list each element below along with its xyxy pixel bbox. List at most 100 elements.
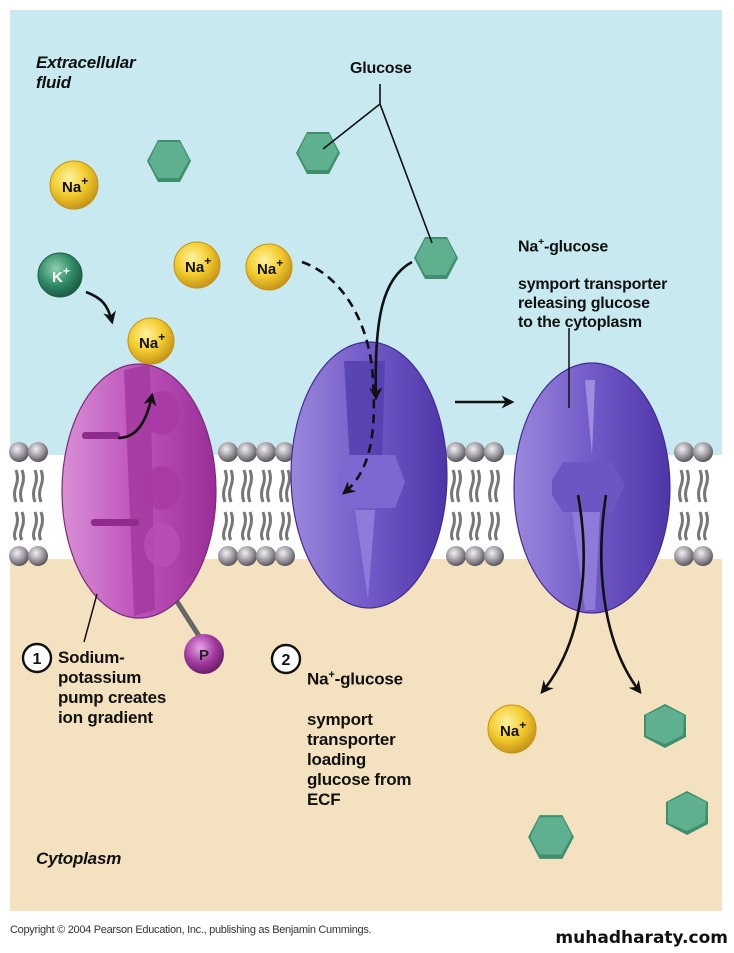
sodium-ion xyxy=(49,160,99,210)
watermark: muhadharaty.com xyxy=(555,928,728,948)
lipid-tail xyxy=(475,511,481,541)
lipid-tail xyxy=(450,511,456,541)
sodium-ion-label: Na+ xyxy=(62,174,88,196)
phosphate-label: P xyxy=(199,647,209,664)
lipid-tail xyxy=(456,511,462,541)
phospholipid-head xyxy=(218,442,238,462)
extracellular-fluid-label: Extracellular fluid xyxy=(36,53,136,93)
lipid-tail xyxy=(241,469,247,503)
phospholipid-head xyxy=(275,546,295,566)
sodium-ion-label: Na+ xyxy=(139,330,165,352)
lipid-tail xyxy=(469,511,475,541)
sodium-release-arrow xyxy=(540,494,585,695)
lipid-tail xyxy=(38,511,44,541)
potassium-arrow xyxy=(85,290,116,325)
step-2-number: 2 xyxy=(282,652,291,669)
lipid-tail xyxy=(13,469,19,503)
lipid-tail xyxy=(469,469,475,503)
phospholipid-head xyxy=(237,442,257,462)
lipid-tail xyxy=(703,511,709,541)
sodium-ion-label: Na+ xyxy=(257,256,283,278)
step-2-caption-line1: Na+-glucose xyxy=(307,669,403,689)
lipid-tail xyxy=(241,511,247,541)
lipid-tail xyxy=(488,511,494,541)
lipid-tail xyxy=(475,469,481,503)
sodium-ion-label: Na+ xyxy=(185,254,211,276)
lipid-tail xyxy=(247,511,253,541)
sodium-ion-label: Na+ xyxy=(500,718,526,740)
potassium-ion-label: K+ xyxy=(52,264,70,286)
releasing-caption-line1: Na+-glucose xyxy=(518,236,609,256)
lipid-tail xyxy=(285,511,291,541)
step-1-caption: Sodium- potassium pump creates ion gradi… xyxy=(58,648,167,728)
symporter-releasing xyxy=(513,362,671,614)
lipid-tail xyxy=(450,469,456,503)
lipid-tail xyxy=(38,469,44,503)
glucose-release-arrow xyxy=(600,494,642,695)
phospholipid-head xyxy=(28,546,48,566)
sodium-ion xyxy=(173,241,221,289)
phospholipid-head xyxy=(446,442,466,462)
glucose-label: Glucose xyxy=(350,60,412,77)
phospholipid-head xyxy=(237,546,257,566)
lipid-bilayer xyxy=(9,442,713,566)
step-1-badge xyxy=(21,642,53,674)
cytoplasm-label: Cytoplasm xyxy=(36,849,122,868)
lipid-tail xyxy=(228,511,234,541)
glucose-leader-lines xyxy=(322,84,433,244)
step-2-badge xyxy=(270,643,302,675)
phospholipid-head xyxy=(693,546,713,566)
sodium-potassium-pump xyxy=(61,363,217,638)
lipid-tail xyxy=(13,511,19,541)
step-1-number: 1 xyxy=(33,651,42,668)
phospholipid-head xyxy=(28,442,48,462)
copyright-notice: Copyright © 2004 Pearson Education, Inc.… xyxy=(10,924,372,936)
sodium-exit-arrow xyxy=(117,392,157,440)
lipid-tail xyxy=(684,511,690,541)
lipid-tail xyxy=(279,469,285,503)
phospholipid-head xyxy=(465,442,485,462)
phospholipid-head xyxy=(484,546,504,566)
lipid-tail xyxy=(678,469,684,503)
lipid-tail xyxy=(684,469,690,503)
phosphate-group xyxy=(184,634,224,674)
symporter-loading xyxy=(290,341,448,609)
lipid-tail xyxy=(279,511,285,541)
lipid-tail xyxy=(228,469,234,503)
lipid-tail xyxy=(19,511,25,541)
releasing-caption-rest: symport transporter releasing glucose to… xyxy=(518,275,668,331)
lipid-tail xyxy=(247,469,253,503)
lipid-tail xyxy=(266,469,272,503)
potassium-ion xyxy=(37,252,83,298)
sodium-entry-dashed-arrow xyxy=(301,260,376,495)
pump-leader-line xyxy=(83,593,98,643)
lipid-tail xyxy=(703,469,709,503)
lipid-tail xyxy=(32,469,38,503)
sodium-ion-released xyxy=(487,704,537,754)
lipid-tail xyxy=(456,469,462,503)
sodium-ion xyxy=(245,243,293,291)
lipid-tail xyxy=(266,511,272,541)
lipid-tail xyxy=(285,469,291,503)
lipid-tail xyxy=(494,511,500,541)
phospholipid-head xyxy=(446,546,466,566)
phospholipid-head xyxy=(256,546,276,566)
phospholipid-head xyxy=(693,442,713,462)
lipid-tail xyxy=(260,469,266,503)
lipid-tail xyxy=(697,469,703,503)
step-2-caption: Na+-glucose symport transporter loading … xyxy=(307,649,412,830)
lipid-tail xyxy=(222,511,228,541)
lipid-tail xyxy=(488,469,494,503)
lipid-tail xyxy=(260,511,266,541)
phospholipid-head xyxy=(256,442,276,462)
lipid-tail xyxy=(32,511,38,541)
releasing-caption: Na+-glucose symport transporter releasin… xyxy=(518,218,667,351)
lipid-tail xyxy=(19,469,25,503)
phospholipid-head xyxy=(484,442,504,462)
lipid-tail xyxy=(697,511,703,541)
lipid-tail xyxy=(222,469,228,503)
phospholipid-head xyxy=(275,442,295,462)
phospholipid-head xyxy=(674,442,694,462)
lipid-tail xyxy=(678,511,684,541)
